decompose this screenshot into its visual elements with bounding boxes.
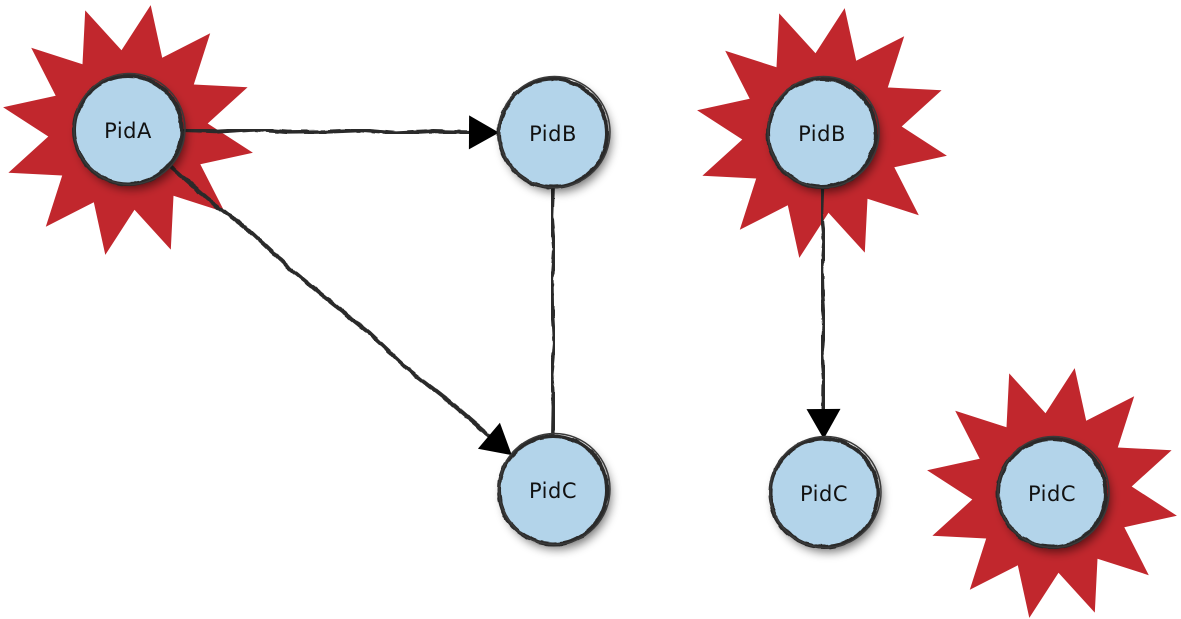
process-node-pidb[interactable]: PidB [497, 75, 611, 189]
node-label: PidC [800, 482, 848, 506]
link-pida-to-pidc[interactable] [165, 161, 512, 456]
node-label: PidA [104, 119, 152, 143]
link-pidb-to-pidc-group2[interactable] [806, 183, 841, 439]
node-label: PidC [529, 479, 577, 503]
process-node-pidc-group3[interactable]: PidC [996, 435, 1110, 549]
node-label: PidB [798, 122, 846, 146]
process-node-pidb-group2[interactable]: PidB [766, 75, 880, 189]
links-layer [165, 115, 841, 456]
arrowhead-icon [477, 422, 512, 456]
arrowhead-icon [806, 408, 841, 439]
node-label: PidB [529, 122, 577, 146]
link-pida-to-pidb[interactable] [178, 115, 499, 150]
process-node-pidc-group2[interactable]: PidC [768, 435, 882, 549]
process-node-pidc[interactable]: PidC [497, 432, 611, 546]
process-node-pida[interactable]: PidA [72, 72, 186, 186]
link-pidb-pidc[interactable] [549, 183, 557, 440]
arrowhead-icon [468, 115, 499, 150]
node-label: PidC [1028, 482, 1076, 506]
nodes-layer: PidA PidB PidC PidB PidC [72, 72, 1110, 549]
